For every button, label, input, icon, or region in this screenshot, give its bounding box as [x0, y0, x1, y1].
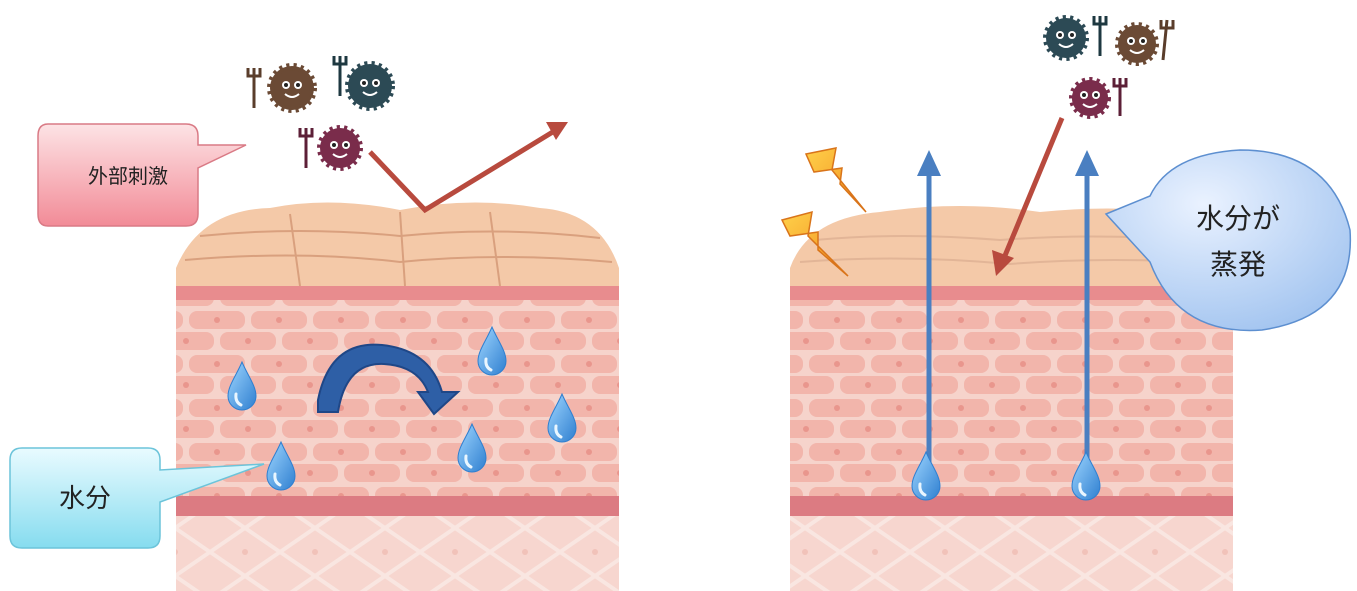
germ-brown-icon — [1118, 20, 1173, 63]
barrier-line-left — [176, 286, 619, 300]
healthy-skin-cross-section — [176, 122, 619, 591]
germ-teal-icon — [334, 56, 392, 108]
germ-purple-icon — [1072, 78, 1126, 116]
moisture-label: 水分 — [20, 478, 150, 515]
evaporation-label: 水分が 蒸発 — [1158, 196, 1318, 288]
germs-right — [1046, 16, 1173, 116]
evaporation-label-line1: 水分が — [1158, 196, 1318, 242]
dermis-right — [790, 516, 1233, 591]
dermis-left — [176, 516, 619, 591]
evaporation-label-line2: 蒸発 — [1158, 242, 1318, 288]
deflected-stimulus-arrow — [370, 130, 556, 210]
external-stimulus-label: 外部刺激 — [58, 160, 198, 189]
lightning-icon — [806, 148, 866, 212]
germ-purple-icon — [300, 128, 360, 168]
basement-layer-right — [790, 496, 1233, 516]
germ-teal-icon — [1046, 16, 1106, 58]
germs-left — [248, 56, 392, 168]
basement-layer-left — [176, 496, 619, 516]
germ-brown-icon — [248, 66, 314, 110]
epidermis-right — [790, 300, 1233, 496]
stratum-corneum-left — [176, 202, 619, 292]
